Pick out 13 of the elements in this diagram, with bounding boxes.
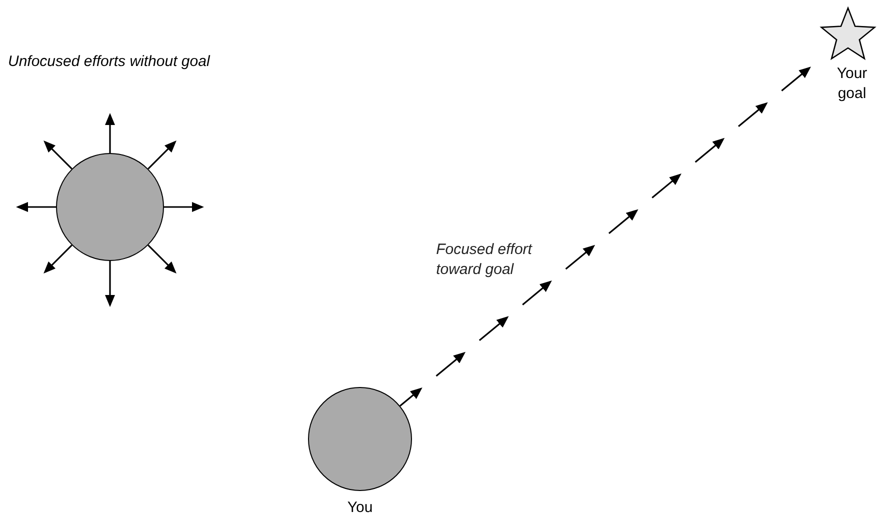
arrow (44, 244, 72, 274)
node-label: You (347, 499, 373, 513)
node-label: Your goal (836, 64, 868, 104)
arrow (105, 261, 115, 307)
note-text: Unfocused efforts without goal (8, 52, 210, 72)
arrow (44, 140, 72, 170)
arrow (105, 113, 115, 153)
dashed-arrow (400, 66, 811, 406)
arrow (148, 140, 176, 170)
arrow (16, 202, 56, 212)
arrow (148, 244, 176, 274)
arrow (164, 202, 204, 212)
edge-label: Focused effort toward goal (436, 240, 534, 280)
